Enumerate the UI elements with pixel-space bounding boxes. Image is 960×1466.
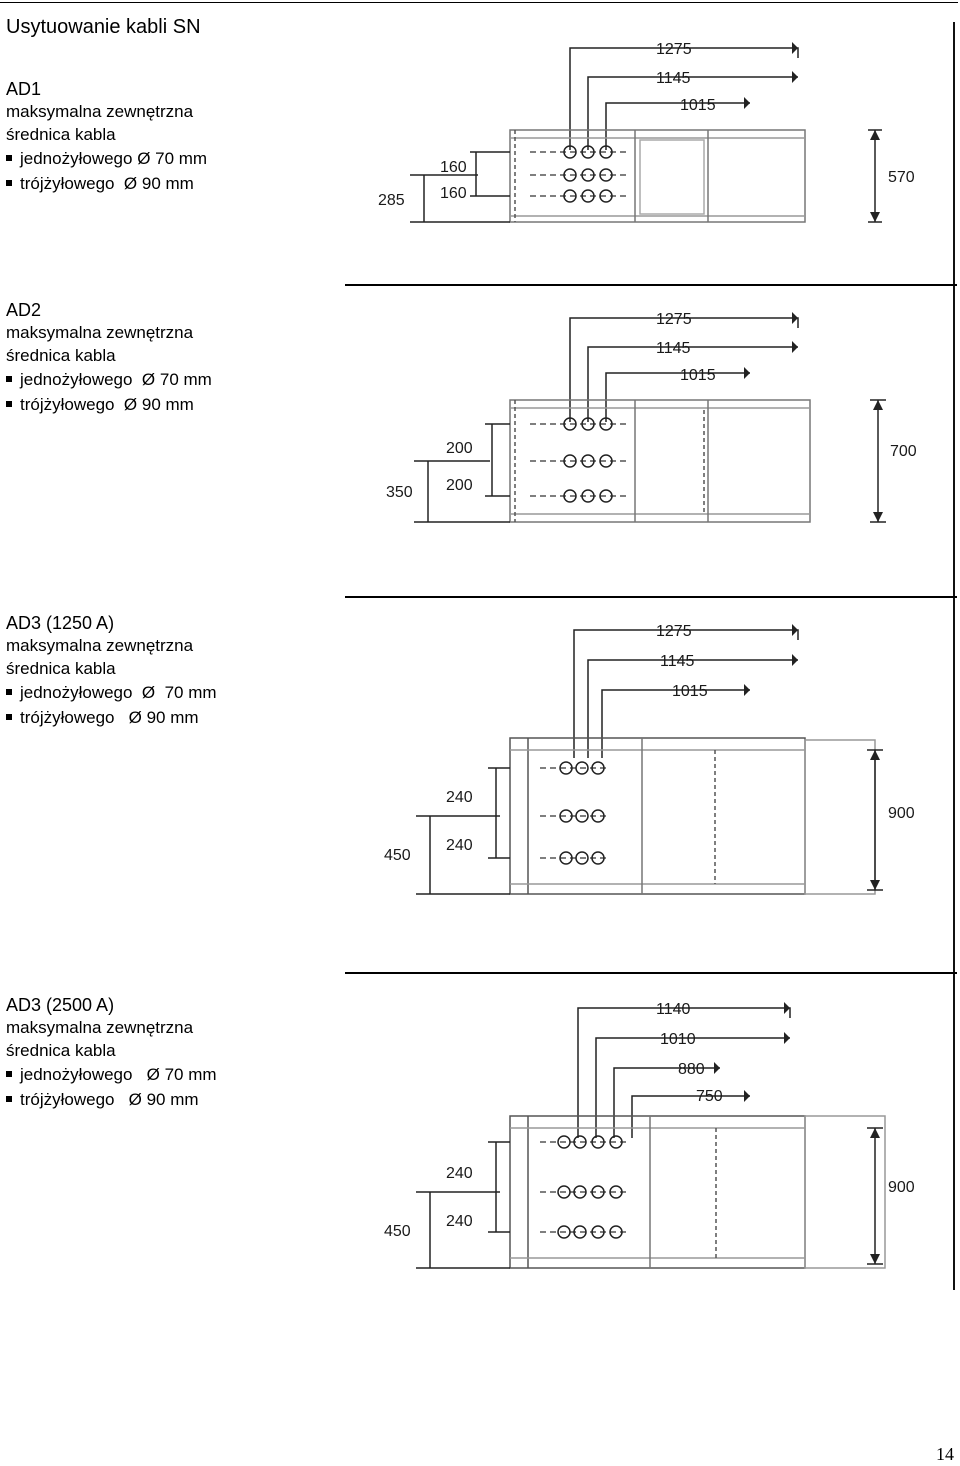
section-subtitle: maksymalna zewnętrzna [6,1018,194,1037]
section-separator [345,972,957,974]
page-number: 14 [936,1444,954,1464]
section-subtitle: średnica kabla [6,346,116,365]
dim-label: 1140 [656,1001,691,1018]
section-name: AD2 [6,300,42,320]
dim-label: 160 [440,185,467,202]
dim-label: 240 [446,1213,473,1230]
list-item: jednożyłowego Ø 70 mm [6,680,336,705]
bullet-icon [6,714,12,720]
section-ad1: AD1 maksymalna zewnętrzna średnica kabla… [6,78,336,196]
cable-layout-drawing-ad1: 1275 1145 1015 160 160 285 570 [378,41,915,223]
cable-layout-drawing-ad3-2500: 1140 1010 880 750 240 240 450 900 [384,1001,915,1269]
section-name: AD3 (2500 A) [6,995,115,1015]
dim-label: 160 [440,159,467,176]
dim-label: 750 [696,1088,723,1105]
dim-label: 1145 [656,70,691,87]
dim-label: 450 [384,847,411,864]
dim-label: 285 [378,192,405,209]
section-subtitle: maksymalna zewnętrzna [6,102,194,121]
dim-label: 1010 [660,1031,696,1048]
section-subtitle: średnica kabla [6,125,116,144]
dim-label: 1275 [656,311,692,328]
cable-list: jednożyłowego Ø 70 mm trójżyłowego Ø 90 … [6,146,336,196]
bullet-icon [6,376,12,382]
section-ad3-1250: AD3 (1250 A) maksymalna zewnętrzna średn… [6,612,336,730]
dim-label: 1015 [672,683,708,700]
list-item: trójżyłowego Ø 90 mm [6,1087,336,1112]
dim-label: 900 [888,805,915,822]
list-item: jednożyłowego Ø 70 mm [6,146,336,171]
dim-label: 200 [446,440,473,457]
dim-label: 240 [446,837,473,854]
dim-label: 1015 [680,367,716,384]
bullet-icon [6,1096,12,1102]
list-item: jednożyłowego Ø 70 mm [6,367,336,392]
dim-label: 350 [386,484,413,501]
dim-label: 200 [446,477,473,494]
dim-label: 1015 [680,97,716,114]
bullet-icon [6,180,12,186]
page-title: Usytuowanie kabli SN [6,16,201,38]
dim-label: 900 [888,1179,915,1196]
section-ad3-2500: AD3 (2500 A) maksymalna zewnętrzna średn… [6,994,336,1112]
section-name: AD3 (1250 A) [6,613,115,633]
right-margin-rule [953,22,955,1290]
cable-layout-drawing-ad2: 1275 1145 1015 200 200 350 700 [386,311,917,523]
dim-label: 1275 [656,623,692,640]
section-subtitle: średnica kabla [6,1041,116,1060]
section-subtitle: maksymalna zewnętrzna [6,323,194,342]
bullet-icon [6,689,12,695]
section-ad2: AD2 maksymalna zewnętrzna średnica kabla… [6,299,336,417]
dim-label: 240 [446,789,473,806]
dim-label: 700 [890,443,917,460]
dim-label: 570 [888,169,915,186]
cable-layout-drawing-ad3-1250: 1275 1145 1015 240 240 450 900 [384,623,915,895]
dim-label: 240 [446,1165,473,1182]
bullet-icon [6,401,12,407]
list-item: trójżyłowego Ø 90 mm [6,705,336,730]
list-item: trójżyłowego Ø 90 mm [6,171,336,196]
section-subtitle: maksymalna zewnętrzna [6,636,194,655]
list-item: jednożyłowego Ø 70 mm [6,1062,336,1087]
cable-list: jednożyłowego Ø 70 mm trójżyłowego Ø 90 … [6,367,336,417]
section-subtitle: średnica kabla [6,659,116,678]
cable-list: jednożyłowego Ø 70 mm trójżyłowego Ø 90 … [6,1062,336,1112]
bullet-icon [6,155,12,161]
dim-label: 1275 [656,41,692,58]
section-name: AD1 [6,79,42,99]
dim-label: 450 [384,1223,411,1240]
cable-list: jednożyłowego Ø 70 mm trójżyłowego Ø 90 … [6,680,336,730]
dim-label: 1145 [660,653,695,670]
section-separator [345,596,957,598]
section-separator [345,284,957,286]
dim-label: 880 [678,1061,705,1078]
list-item: trójżyłowego Ø 90 mm [6,392,336,417]
dim-label: 1145 [656,340,691,357]
bullet-icon [6,1071,12,1077]
top-rule [0,2,958,3]
